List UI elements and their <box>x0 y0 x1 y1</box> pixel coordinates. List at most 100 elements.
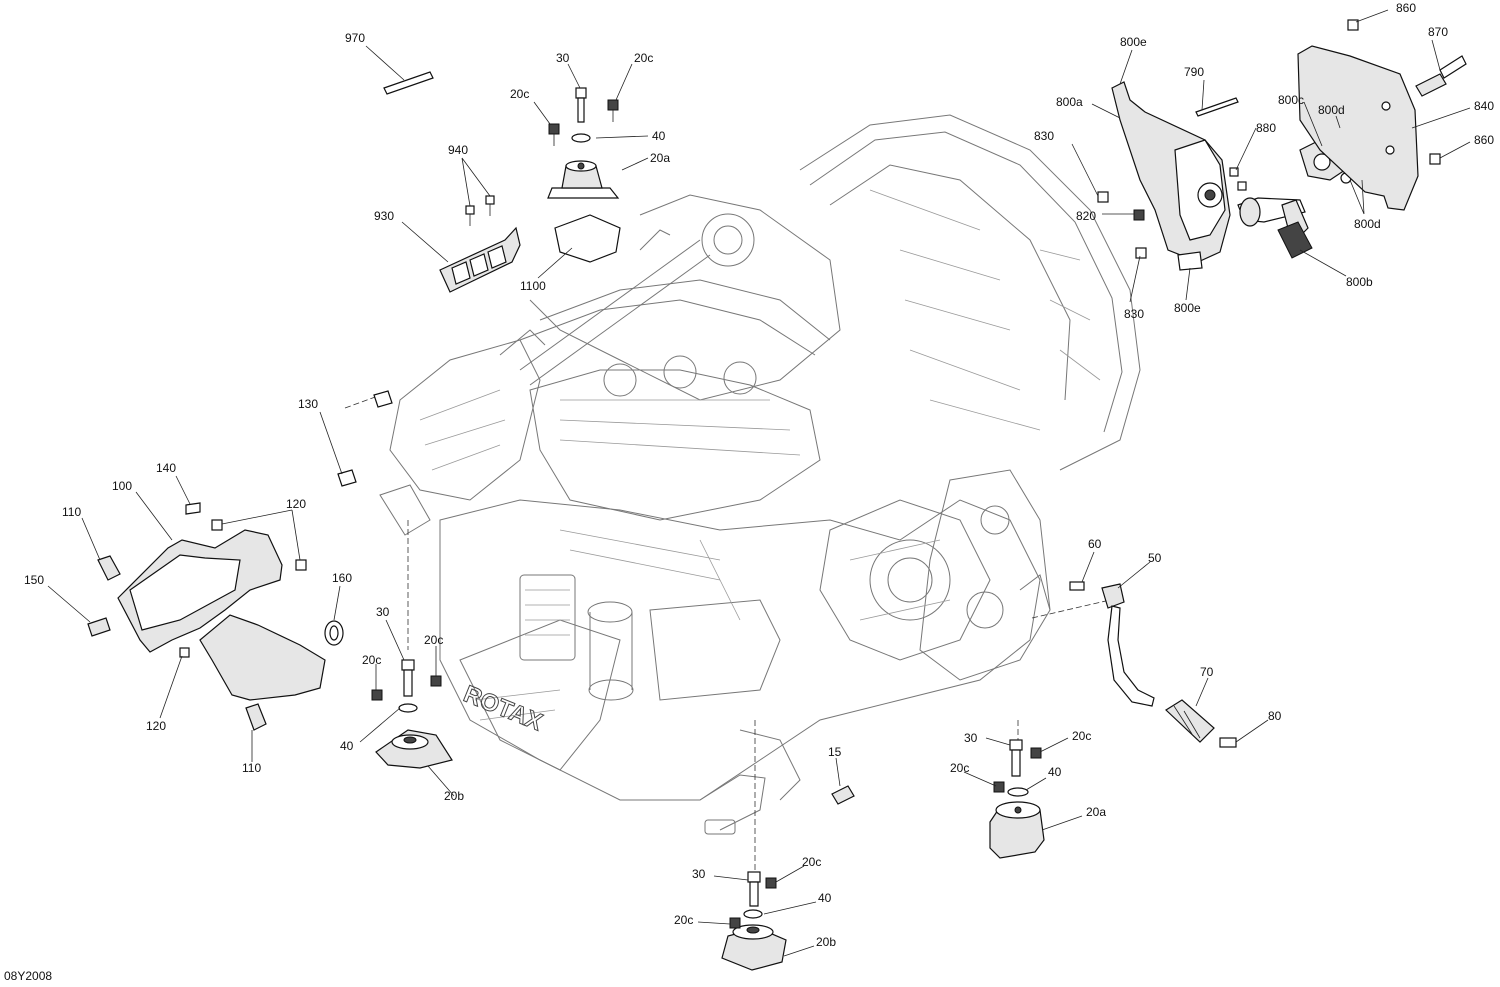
callout-labels: 970 30 20c 20c 40 20a 940 930 1100 800e … <box>24 1 1494 949</box>
label-120-bottom: 120 <box>146 719 166 733</box>
part-830-bolt-bottom <box>1135 247 1147 259</box>
part-20a-mount-top <box>547 160 620 199</box>
label-20c-middle-right: 20c <box>424 633 443 647</box>
engine-logo: ROTAX <box>460 681 546 737</box>
label-15: 15 <box>828 745 842 759</box>
label-60: 60 <box>1088 537 1102 551</box>
part-20b-mount-middle <box>375 729 453 769</box>
label-140: 140 <box>156 461 176 475</box>
part-860-bolt-top <box>1347 19 1359 31</box>
label-50: 50 <box>1148 551 1162 565</box>
engine-assembly <box>379 114 1141 835</box>
part-20a-mount-right <box>989 801 1045 859</box>
label-40-right: 40 <box>1048 765 1062 779</box>
label-40-bottom: 40 <box>818 891 832 905</box>
part-830-bolt-top <box>1097 191 1109 203</box>
part-40-washer-middle <box>398 703 418 713</box>
label-120-top: 120 <box>286 497 306 511</box>
label-100: 100 <box>112 479 132 493</box>
part-880-bolts <box>1229 167 1247 191</box>
part-120-nut-right <box>295 559 307 571</box>
part-940-bolts <box>465 195 495 226</box>
part-20c-nut-middle-left <box>371 689 383 701</box>
label-860-right: 860 <box>1474 133 1494 147</box>
label-80: 80 <box>1268 709 1282 723</box>
label-970: 970 <box>345 31 365 45</box>
part-820-bolt <box>1133 209 1145 221</box>
part-790-pin <box>1195 97 1239 117</box>
part-110-clip-top <box>97 555 121 581</box>
part-100-bracket <box>117 529 326 701</box>
part-20c-nut-right-l <box>993 781 1005 793</box>
label-40-top: 40 <box>652 129 666 143</box>
label-800e-top: 800e <box>1120 35 1147 49</box>
label-20b-middle: 20b <box>444 789 464 803</box>
label-20a-right: 20a <box>1086 805 1106 819</box>
label-860-top: 860 <box>1396 1 1416 15</box>
label-800d-bottom: 800d <box>1354 217 1381 231</box>
diagram-code: 08Y2008 <box>4 969 52 983</box>
label-20c-top-right: 20c <box>634 51 653 65</box>
label-130: 130 <box>298 397 318 411</box>
label-940: 940 <box>448 143 468 157</box>
part-800a-bracket <box>1111 81 1231 271</box>
part-150-clip <box>87 617 111 637</box>
part-110-clip-bottom <box>245 703 267 731</box>
label-40-middle: 40 <box>340 739 354 753</box>
label-20a-top: 20a <box>650 151 670 165</box>
label-20c-right-r: 20c <box>1072 729 1091 743</box>
label-20c-middle-left: 20c <box>362 653 381 667</box>
part-20c-nut-top-left <box>548 123 560 146</box>
label-930: 930 <box>374 209 394 223</box>
label-830-bottom: 830 <box>1124 307 1144 321</box>
part-20c-nut-right-r <box>1030 747 1042 759</box>
part-20c-nut-bottom-l <box>729 917 741 929</box>
part-20c-nut-bottom-r <box>765 877 777 889</box>
part-930-bracket <box>439 226 521 293</box>
part-860-bolt-right <box>1429 153 1441 165</box>
part-50-shift-lever <box>1101 583 1155 707</box>
part-30-bolt-top <box>575 87 587 123</box>
label-820: 820 <box>1076 209 1096 223</box>
label-150: 150 <box>24 573 44 587</box>
label-30-top: 30 <box>556 51 570 65</box>
label-30-right: 30 <box>964 731 978 745</box>
part-70-grip <box>1165 699 1215 743</box>
label-20c-bottom-right: 20c <box>802 855 821 869</box>
part-40-washer-right <box>1007 787 1029 797</box>
part-970-pin <box>383 71 434 95</box>
label-880: 880 <box>1256 121 1276 135</box>
label-160: 160 <box>332 571 352 585</box>
part-30-bolt-middle <box>401 659 415 697</box>
label-110-top: 110 <box>62 505 81 519</box>
part-20c-nut-middle-right <box>430 675 442 687</box>
label-20c-bottom-left: 20c <box>674 913 693 927</box>
label-110-bottom: 110 <box>242 761 261 775</box>
part-40-washer-top <box>571 133 591 143</box>
leader-lines <box>47 9 1471 957</box>
part-20b-mount-bottom <box>721 924 787 971</box>
part-800b-lever <box>1237 197 1313 259</box>
label-1100: 1100 <box>520 279 546 293</box>
part-15-clip <box>831 785 855 805</box>
label-800d-top: 800d <box>1318 103 1345 117</box>
label-30-middle: 30 <box>376 605 390 619</box>
label-800a: 800a <box>1056 95 1083 109</box>
label-840: 840 <box>1474 99 1494 113</box>
label-790: 790 <box>1184 65 1204 79</box>
part-870-sensor <box>1415 55 1467 97</box>
part-160-clamp <box>324 620 344 646</box>
label-20c-right-l: 20c <box>950 761 969 775</box>
label-830-top: 830 <box>1034 129 1054 143</box>
label-870: 870 <box>1428 25 1448 39</box>
part-40-washer-bottom <box>743 909 763 919</box>
part-30-bolt-right <box>1009 739 1023 777</box>
part-20c-nut-top-right <box>607 99 619 122</box>
part-140-clip <box>185 502 201 515</box>
part-1100-gasket <box>554 214 621 263</box>
label-800e-bottom: 800e <box>1174 301 1201 315</box>
label-20c-top-left: 20c <box>510 87 529 101</box>
part-120-nut-bottom <box>179 647 190 658</box>
part-60-bolt <box>1069 581 1085 591</box>
